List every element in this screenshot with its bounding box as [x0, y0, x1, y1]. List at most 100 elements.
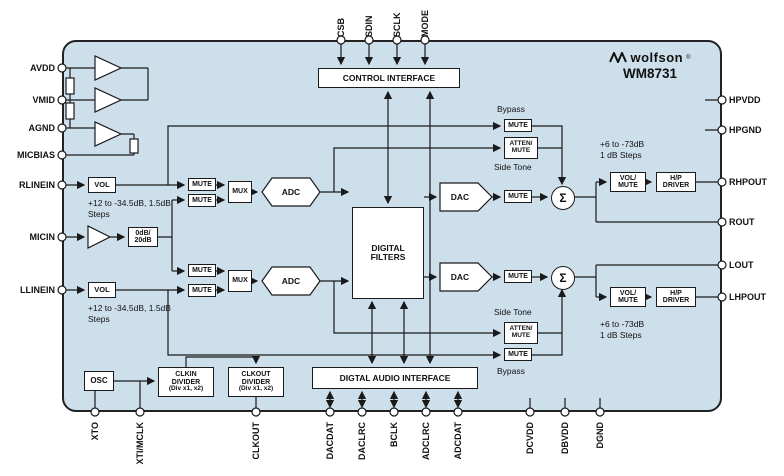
lline-gain-line1: +12 to -34.5dB, 1.5dB	[88, 303, 171, 313]
dac-mute-right-block: MUTE	[504, 190, 532, 203]
pin-label-dgnd: DGND	[595, 422, 605, 449]
pin-label-dacdat: DACDAT	[325, 422, 335, 460]
brand-name: wolfson	[630, 50, 684, 65]
amp-icon	[94, 87, 123, 113]
hp-driver-line1: H/P	[670, 174, 682, 182]
sidetone-atten-right-block: ATTEN/ MUTE	[504, 137, 538, 159]
clkout-line1: CLKOUT	[241, 371, 271, 379]
mic-boost-line1: 0dB/	[135, 229, 151, 237]
resistor	[129, 138, 139, 154]
rline-gain-note: +12 to -34.5dB, 1.5dB Steps	[88, 198, 171, 220]
clkin-divider-block: CLKIN DIVIDER (Div x1, x2)	[158, 367, 214, 397]
pin-label-csb: CSB	[336, 17, 346, 37]
mute-mic-right-block: MUTE	[188, 194, 216, 207]
hp-driver-line1: H/P	[670, 289, 682, 297]
dac-left-label: DAC	[450, 272, 470, 282]
pin-label-sdin: SDIN	[364, 15, 374, 37]
pin-label-sclk: SCLK	[392, 12, 402, 38]
pin-label-xti-mclk: XTI/MCLK	[135, 422, 145, 465]
mute-mic-left-block: MUTE	[188, 264, 216, 277]
registered-mark: ®	[686, 54, 691, 61]
pin-label-lhpout: LHPOUT	[729, 292, 766, 302]
pin-label-clkout: CLKOUT	[251, 422, 261, 460]
pin-label-micbias: MICBIAS	[17, 150, 55, 160]
adc-shape-right	[261, 177, 321, 207]
pin-label-adclrc: ADCLRC	[421, 422, 431, 460]
adc-shape-left	[261, 266, 321, 296]
wires	[66, 44, 718, 410]
pin-label-rlinein: RLINEIN	[19, 180, 55, 190]
brand-block: wolfson ® WM8731	[588, 50, 712, 81]
digital-filters-block: DIGITAL FILTERS	[352, 207, 424, 299]
summer-right: Σ	[551, 186, 575, 210]
atten-line1: ATTEN/	[509, 325, 533, 333]
hp-vol-mute-right-block: VOL/ MUTE	[610, 172, 646, 192]
pin-label-rhpout: RHPOUT	[729, 177, 767, 187]
pin-label-lout: LOUT	[729, 260, 754, 270]
part-number: WM8731	[622, 66, 678, 81]
pin-label-avdd: AVDD	[30, 63, 55, 73]
pin-label-mode: MODE	[420, 10, 430, 37]
dac-right-label: DAC	[450, 192, 470, 202]
dac-shape-left	[439, 262, 493, 292]
hp-gain-line1: +6 to -73dB	[600, 139, 645, 149]
atten-line2: MUTE	[511, 332, 531, 339]
pin-label-rout: ROUT	[729, 217, 755, 227]
amp-icon	[94, 121, 123, 147]
lline-gain-line2: Steps	[88, 314, 110, 324]
pin-label-dcvdd: DCVDD	[525, 422, 535, 455]
pin-label-vmid: VMID	[32, 95, 56, 105]
hp-gain-line2: 1 dB Steps	[600, 330, 642, 340]
amp-icon	[94, 55, 123, 81]
clkin-line2: DIVIDER	[171, 378, 201, 386]
pin-label-agnd: AGND	[28, 123, 56, 133]
clkout-divider-block: CLKOUT DIVIDER (Div x1, x2)	[228, 367, 284, 397]
hp-driver-right-block: H/P DRIVER	[656, 172, 696, 192]
dac-mute-left-block: MUTE	[504, 270, 532, 283]
rline-vol-block: VOL	[88, 177, 116, 193]
pin-label-xto: XTO	[90, 422, 100, 441]
pin-label-daclrc: DACLRC	[357, 422, 367, 460]
hp-gain-left-note: +6 to -73dB 1 dB Steps	[600, 319, 644, 341]
pin-label-hpgnd: HPGND	[729, 125, 762, 135]
rline-gain-line2: Steps	[88, 209, 110, 219]
hp-vol-mute-left-block: VOL/ MUTE	[610, 287, 646, 307]
hp-gain-line1: +6 to -73dB	[600, 319, 645, 329]
bypass-left-note: Bypass	[497, 366, 525, 376]
mux-left-block: MUX	[228, 270, 252, 292]
vol-mute-line1: VOL/	[619, 289, 637, 297]
bypass-mute-right-block: MUTE	[504, 119, 532, 132]
pin-label-hpvdd: HPVDD	[729, 95, 761, 105]
sidetone-right-note: Side Tone	[494, 162, 532, 172]
pin-label-adcdat: ADCDAT	[453, 422, 463, 460]
pin-label-dbvdd: DBVDD	[560, 422, 570, 455]
hp-driver-left-block: H/P DRIVER	[656, 287, 696, 307]
mic-boost-line2: 20dB	[134, 237, 152, 244]
mute-rline-block: MUTE	[188, 178, 216, 191]
atten-line1: ATTEN/	[509, 140, 533, 148]
pin-label-bclk: BCLK	[389, 422, 399, 447]
mic-amp-icon	[87, 225, 112, 249]
rline-gain-line1: +12 to -34.5dB, 1.5dB	[88, 198, 171, 208]
lline-gain-note: +12 to -34.5dB, 1.5dB Steps	[88, 303, 171, 325]
adc-right-label: ADC	[281, 187, 301, 197]
atten-line2: MUTE	[511, 147, 531, 154]
lline-vol-block: VOL	[88, 282, 116, 298]
pin-label-micin: MICIN	[29, 232, 56, 242]
mute-lline-block: MUTE	[188, 284, 216, 297]
hp-gain-right-note: +6 to -73dB 1 dB Steps	[600, 139, 644, 161]
resistor	[65, 77, 75, 95]
vol-mute-line2: MUTE	[618, 297, 638, 304]
vol-mute-line1: VOL/	[619, 174, 637, 182]
osc-block: OSC	[84, 371, 114, 391]
clkout-line2: DIVIDER	[241, 378, 271, 386]
bypass-mute-left-block: MUTE	[504, 348, 532, 361]
adc-left-label: ADC	[281, 276, 301, 286]
pin-pads	[57, 35, 727, 417]
digital-audio-interface-block: DIGTAL AUDIO INTERFACE	[312, 367, 478, 389]
sidetone-left-note: Side Tone	[494, 307, 532, 317]
mic-boost-block: 0dB/ 20dB	[128, 227, 158, 247]
clkout-line3: (Div x1, x2)	[238, 384, 274, 392]
